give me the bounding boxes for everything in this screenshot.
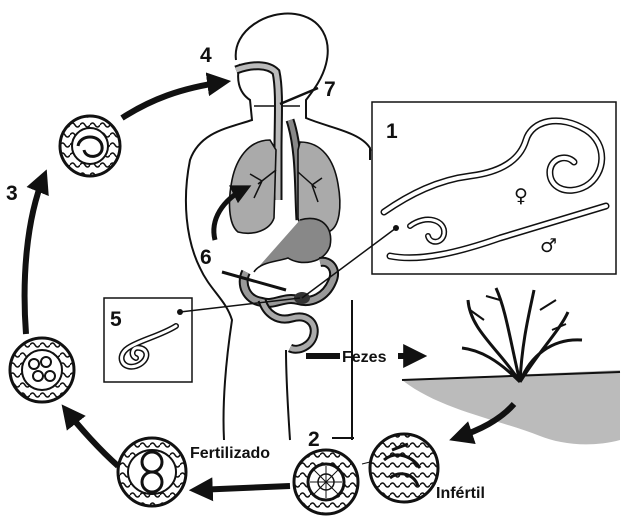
arrow-stage-7 [280,88,318,104]
soil-and-grass [402,288,620,444]
egg-infertile [370,434,438,502]
pointer-dot-larva [177,309,183,315]
adult-worms-box [372,102,616,274]
arrow-fertilized-to-embryonated [66,410,118,466]
egg-stage-3 [60,116,120,176]
egg-stage-2 [294,450,358,514]
label-fertilizado: Fertilizado [190,445,270,462]
arrow-stage2-to-fertilized [196,486,290,490]
egg-fertilized-two-cell [118,438,186,506]
arrow-embryonated-to-stage3 [25,176,44,334]
female-symbol: ♀ [514,185,528,207]
label-2: 2 [308,428,320,451]
label-4: 4 [200,44,212,67]
male-symbol: ♂ [540,235,557,257]
egg-embryonated-left [10,338,74,402]
label-fezes: Fezes [342,349,387,366]
arrow-stage3-to-mouth [122,82,224,118]
pointer-dot-worms [393,225,399,231]
label-3: 3 [6,182,18,205]
label-5: 5 [110,308,122,331]
lungs [230,140,340,233]
label-1: 1 [386,120,398,143]
label-7: 7 [324,78,336,101]
label-6: 6 [200,246,212,269]
label-infertil: Infértil [436,485,485,502]
arrow-stage-6 [222,272,286,290]
